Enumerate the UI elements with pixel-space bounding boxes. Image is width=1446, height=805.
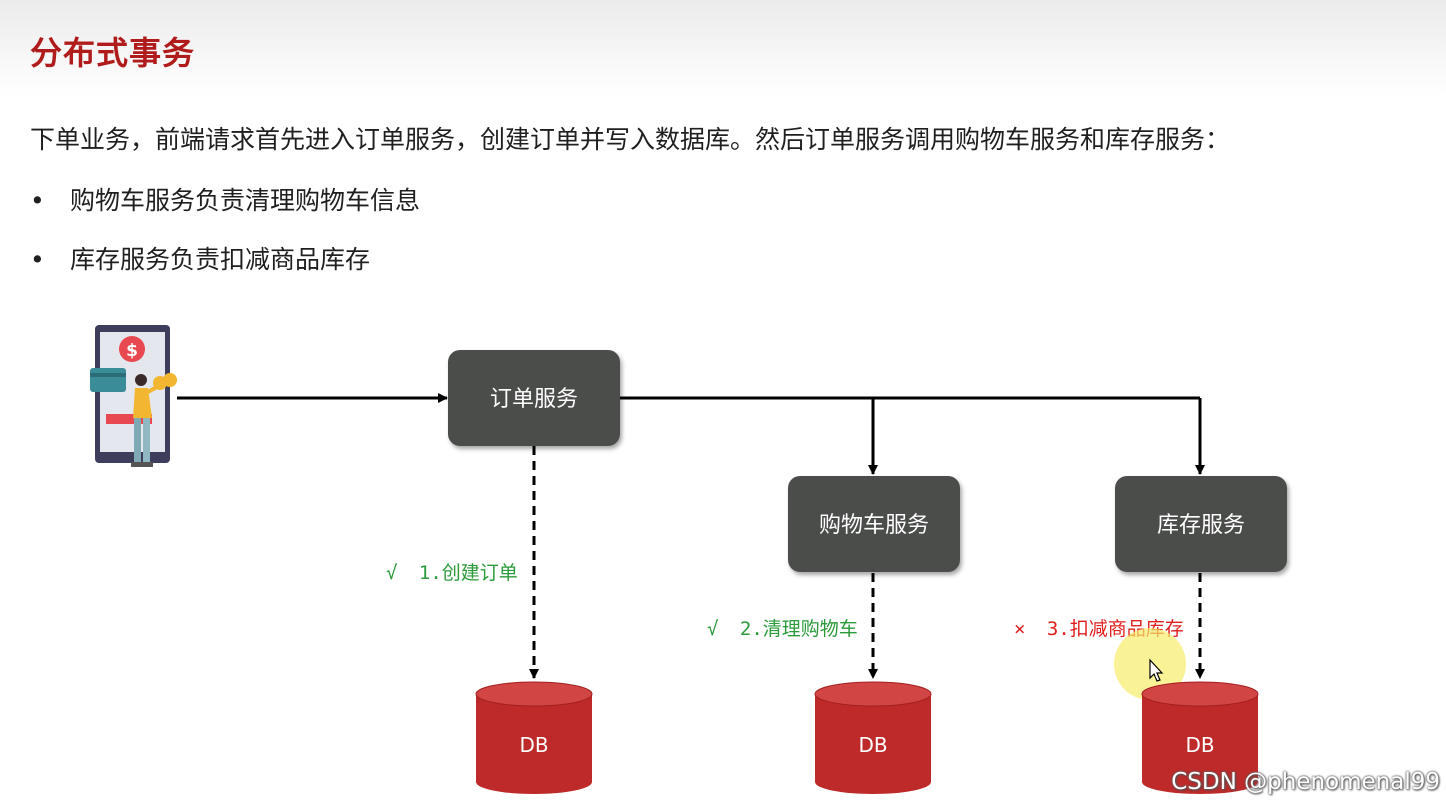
order-service-box: 订单服务 [448, 350, 620, 446]
bullet-dot: • [30, 186, 45, 215]
order-db-cylinder: DB [475, 681, 593, 794]
bullet-text: 购物车服务负责清理购物车信息 [70, 186, 421, 215]
bullet-cart: • 购物车服务负责清理购物车信息 [30, 181, 420, 217]
svg-text:$: $ [126, 341, 138, 361]
failure-cross-icon: × [1014, 618, 1025, 640]
mouse-pointer-icon [1149, 658, 1164, 682]
inventory-service-box: 库存服务 [1115, 476, 1287, 572]
intro-text: 下单业务，前端请求首先进入订单服务，创建订单并写入数据库。然后订单服务调用购物车… [30, 125, 1231, 154]
bullet-dot: • [30, 245, 45, 274]
step-cart-label: √ 2.清理购物车 [707, 618, 858, 640]
cart-db-cylinder: DB [814, 681, 932, 794]
step-order-label: √ 1.创建订单 [386, 562, 518, 584]
order-service-label: 订单服务 [490, 387, 578, 412]
cart-service-label: 购物车服务 [819, 513, 929, 538]
bullet-inventory: • 库存服务负责扣减商品库存 [30, 240, 370, 276]
cursor-highlight [1114, 628, 1186, 700]
inventory-db-cylinder: DB [1141, 681, 1259, 794]
db-label: DB [1185, 733, 1214, 757]
cart-service-box: 购物车服务 [788, 476, 960, 572]
slide-title: 分布式事务 [30, 34, 196, 72]
success-check-icon: √ [386, 562, 397, 584]
db-label: DB [858, 733, 887, 757]
success-check-icon: √ [707, 618, 718, 640]
inventory-service-label: 库存服务 [1157, 513, 1245, 538]
mobile-payment-icon: $ [90, 325, 177, 467]
bullet-text: 库存服务负责扣减商品库存 [70, 245, 371, 274]
db-label: DB [519, 733, 548, 757]
watermark: CSDN @phenomenal99 [1171, 769, 1440, 795]
header-band [0, 0, 1446, 96]
